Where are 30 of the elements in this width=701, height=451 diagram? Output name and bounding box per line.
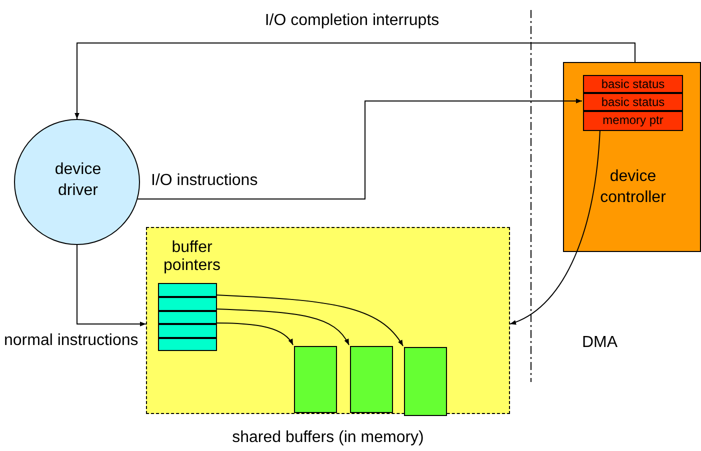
arrow [216,308,350,346]
pointer-slot [158,324,217,338]
pointer-slot [158,338,217,351]
controller-box [563,62,701,252]
arrow [137,98,582,200]
node-label: memory ptr [602,112,664,128]
node-label: device driver [54,160,102,201]
arrow [76,244,146,326]
buffer-pointers-label: buffer pointers [162,239,222,276]
arrow [216,294,404,346]
pointer-slot [158,283,217,297]
arrow [510,130,600,324]
node-label: basic status [600,76,666,92]
pointer-slot [158,311,217,324]
buffer-block [294,346,337,413]
edge-label: I/O instructions [151,172,258,190]
register-row [583,75,683,93]
node-label: basic status [600,94,666,110]
pointer-slot [158,297,217,311]
node-label: shared buffers (in memory) [231,428,425,448]
arrow [74,42,636,120]
edge-label: I/O completion interrupts [264,12,440,30]
register-row [583,111,683,131]
buffer-block [350,346,393,413]
buffer-block [404,347,447,416]
region-label: DMA [582,334,618,352]
edge-label: normal instructions [4,332,138,350]
register-row [583,93,683,111]
arrow [216,322,294,346]
node-label: device controller [599,167,667,208]
